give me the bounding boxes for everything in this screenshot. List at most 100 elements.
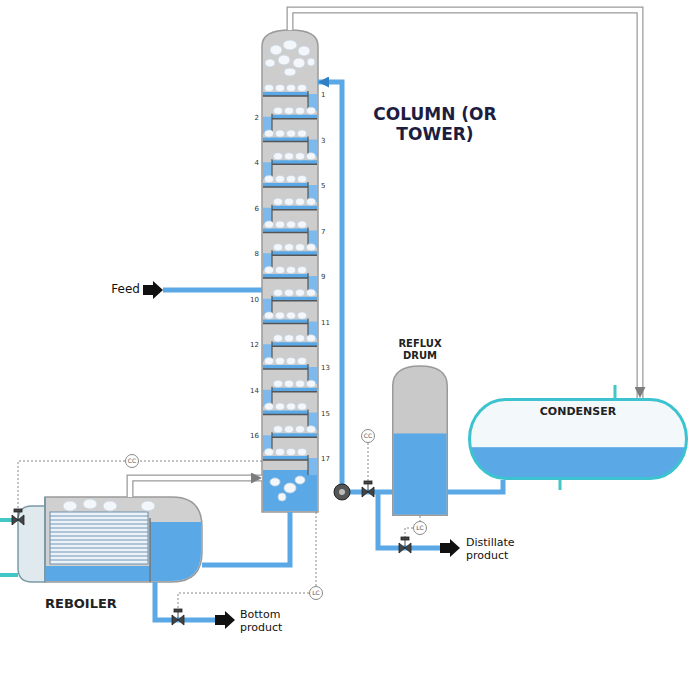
tray-plate	[263, 368, 308, 370]
tray-liquid	[263, 411, 308, 415]
bubble	[285, 244, 294, 251]
tray-number: 7	[320, 228, 326, 237]
steam-pipe	[0, 520, 18, 575]
pump-symbol	[339, 489, 345, 495]
bubble	[298, 312, 307, 319]
tray-number: 15	[320, 410, 331, 419]
tube	[50, 532, 148, 533]
bubble	[265, 358, 274, 365]
distillation-column: 1234567891011121314151617	[262, 30, 318, 512]
bubble	[287, 449, 296, 456]
reboiler-foam	[141, 501, 155, 511]
bubble	[298, 267, 307, 274]
bubble	[287, 176, 296, 183]
tube	[50, 544, 148, 545]
tray-number: 4	[254, 159, 260, 168]
instrument-circle	[362, 430, 375, 443]
flow-arrow	[215, 611, 235, 629]
bubble	[285, 426, 294, 433]
tube	[50, 536, 148, 537]
tray-plate	[263, 141, 308, 143]
pipe	[202, 512, 290, 565]
bubble	[298, 85, 307, 92]
valve-symbol	[174, 609, 182, 612]
tube	[50, 548, 148, 549]
tray-number: 9	[320, 273, 326, 282]
cooling-water-nozzle	[559, 480, 562, 490]
bubble	[287, 358, 296, 365]
bubble	[276, 85, 285, 92]
bubble	[287, 312, 296, 319]
bubble	[296, 198, 305, 205]
tube	[50, 552, 148, 553]
valve-symbol	[368, 484, 369, 492]
tray-liquid	[263, 456, 308, 460]
reboiler-foam	[63, 499, 155, 511]
tray-liquid	[263, 365, 308, 369]
column-foam	[295, 476, 305, 484]
vessel-label: REFLUX DRUM	[392, 338, 448, 362]
tray-liquid	[263, 138, 308, 142]
column-foam	[278, 55, 290, 65]
bubble	[285, 289, 294, 296]
tray-plate	[263, 323, 308, 325]
bubble	[307, 198, 316, 205]
tray-liquid	[263, 229, 308, 233]
tray-plate	[272, 164, 317, 166]
bubble	[265, 312, 274, 319]
column-foam	[293, 58, 305, 68]
bubble	[307, 289, 316, 296]
bubble	[265, 267, 274, 274]
bubble	[285, 335, 294, 342]
bubble	[307, 244, 316, 251]
tray-number: 11	[320, 319, 331, 328]
signal-line	[139, 461, 262, 462]
instrument-tag: LC	[413, 521, 427, 535]
bubble	[276, 449, 285, 456]
flow-arrow	[143, 281, 460, 629]
tray-number: 10	[249, 296, 260, 305]
vessel-outline	[392, 338, 448, 516]
connectors	[130, 10, 640, 586]
tray-plate	[263, 95, 308, 97]
tray-plate	[263, 414, 308, 416]
bubble	[274, 380, 283, 387]
bubble	[265, 85, 274, 92]
bubble	[298, 358, 307, 365]
tray-number: 2	[254, 114, 260, 123]
column-foam	[278, 493, 286, 501]
tube-bundle	[50, 512, 148, 564]
tray-liquid	[272, 251, 317, 255]
bubble	[307, 335, 316, 342]
instrument-tag: LC	[309, 586, 323, 600]
bubble	[276, 403, 285, 410]
bubble	[276, 267, 285, 274]
bubble	[287, 130, 296, 137]
bubble	[276, 358, 285, 365]
pipe	[448, 480, 503, 492]
reflux-drum: REFLUX DRUM	[392, 338, 448, 516]
column-foam	[284, 483, 296, 493]
tray-liquid	[272, 342, 317, 346]
bubble	[265, 449, 274, 456]
valve-symbol	[14, 509, 22, 512]
stream-label: Feed	[100, 282, 140, 296]
bubble	[287, 267, 296, 274]
reboiler-shell	[150, 522, 201, 581]
tray-plate	[272, 209, 317, 211]
steam-pipe	[0, 573, 18, 577]
controller-circle: CC	[361, 429, 375, 443]
column-foam	[265, 59, 275, 67]
tube	[50, 540, 148, 541]
column-foam	[307, 58, 315, 66]
column-shell	[262, 30, 318, 512]
stream-label: Bottom product	[240, 608, 304, 634]
tube	[50, 520, 148, 521]
tray-number: 5	[320, 182, 326, 191]
reboiler-shell	[18, 497, 202, 582]
bubble	[274, 335, 283, 342]
bubble	[265, 221, 274, 228]
